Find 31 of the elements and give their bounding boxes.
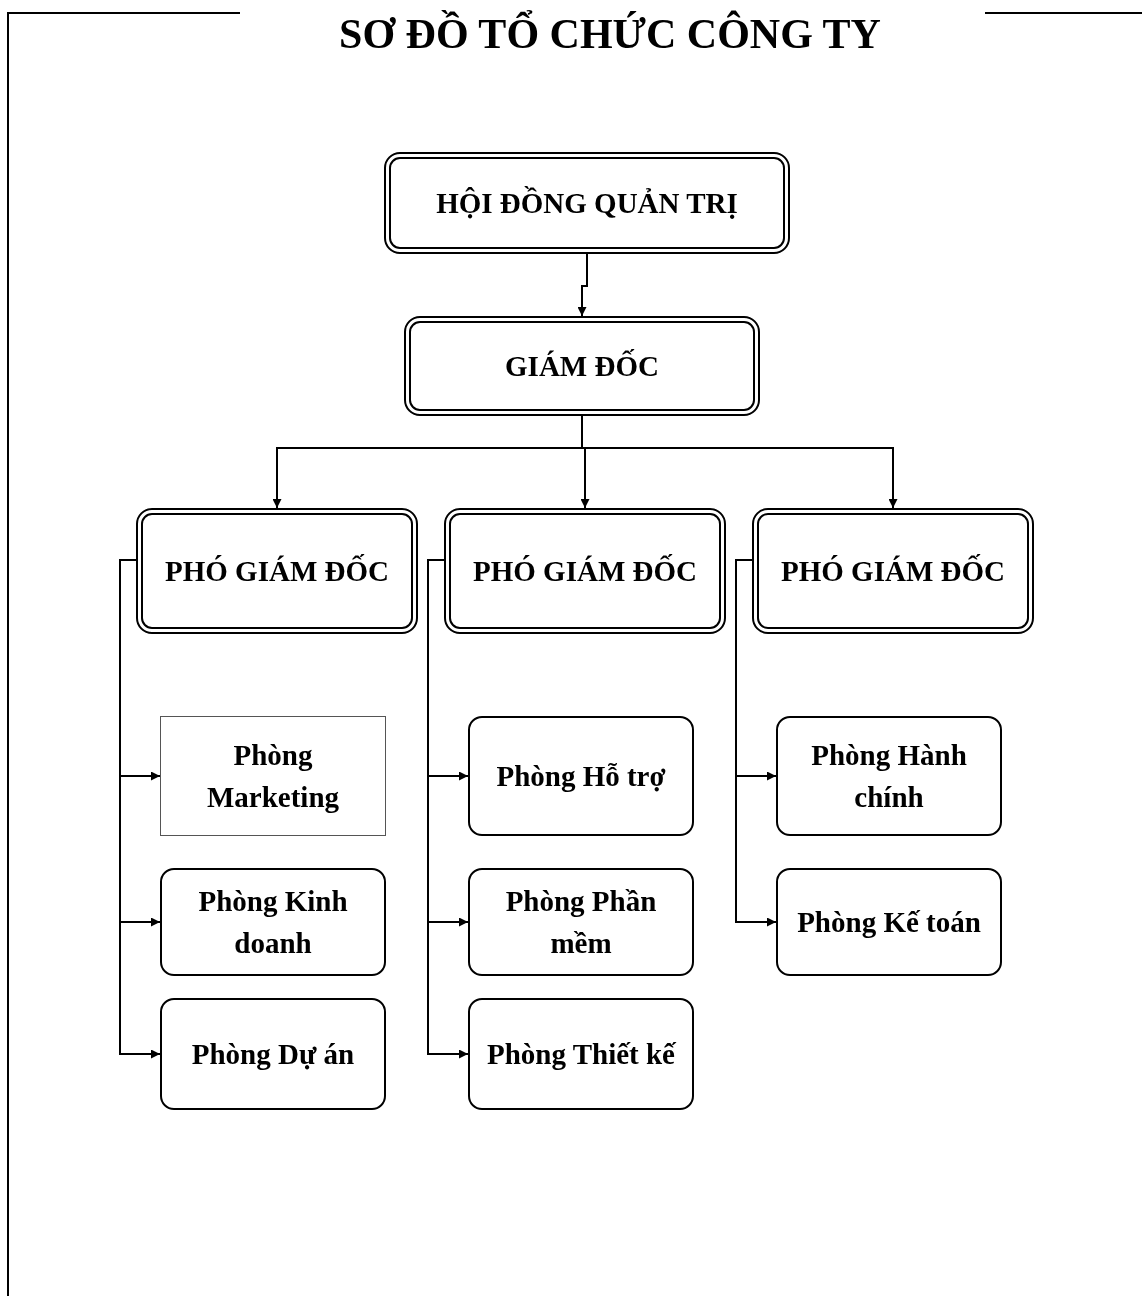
department-box xyxy=(468,868,694,976)
node-label: GIÁM ĐỐC xyxy=(504,348,660,384)
node-label: Phòng Hành chính xyxy=(810,738,968,815)
node-label: HỘI ĐỒNG QUẢN TRỊ xyxy=(435,185,739,221)
position-box xyxy=(384,152,790,254)
node-label: Phòng Hỗ trợ xyxy=(495,759,667,794)
department-box xyxy=(160,868,386,976)
connector-arrow xyxy=(735,559,777,927)
position-box xyxy=(404,316,760,416)
node-label: PHÓ GIÁM ĐỐC xyxy=(164,553,390,589)
department-box xyxy=(776,716,1002,836)
department-box xyxy=(776,868,1002,976)
node-label: PHÓ GIÁM ĐỐC xyxy=(780,553,1006,589)
node-label: Phòng Phần mềm xyxy=(504,884,658,961)
department-box xyxy=(160,716,386,836)
position-box xyxy=(136,508,418,634)
node-label: Phòng Kinh doanh xyxy=(197,884,349,961)
department-box xyxy=(468,998,694,1110)
department-box xyxy=(160,998,386,1110)
node-label: Phòng Dự án xyxy=(190,1037,356,1072)
node-label: Phòng Thiết kế xyxy=(486,1037,677,1072)
node-label: PHÓ GIÁM ĐỐC xyxy=(472,553,698,589)
connector-arrow xyxy=(119,559,161,1059)
connector-arrow xyxy=(577,253,588,317)
position-box xyxy=(752,508,1034,634)
node-label: Phòng Kế toán xyxy=(796,905,982,940)
node-label: Phòng Marketing xyxy=(205,738,341,815)
connector-arrow xyxy=(427,559,469,1059)
diagram-title: SƠ ĐỒ TỔ CHỨC CÔNG TY xyxy=(338,9,882,59)
department-box xyxy=(468,716,694,836)
position-box xyxy=(444,508,726,634)
